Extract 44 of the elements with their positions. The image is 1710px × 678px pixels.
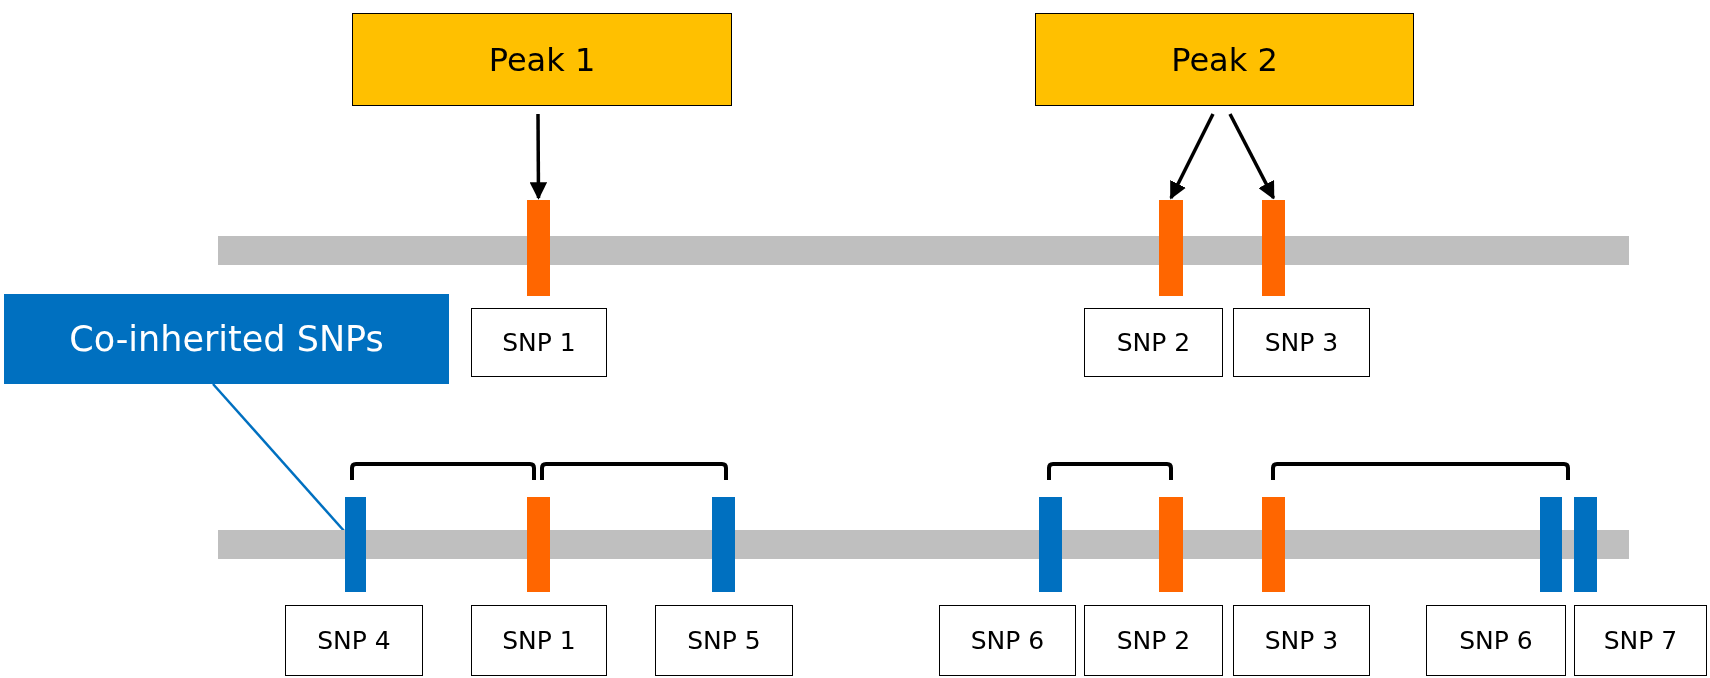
snp-label: SNP 6 bbox=[970, 626, 1045, 655]
snp-label-box bbox=[939, 605, 1076, 676]
snp-marker bbox=[345, 497, 366, 592]
peak-box bbox=[1035, 13, 1414, 106]
arrow bbox=[1228, 113, 1276, 200]
snp-label-box bbox=[1084, 605, 1223, 676]
snp-marker bbox=[1540, 497, 1562, 592]
snp-marker bbox=[1159, 497, 1183, 592]
leader-line bbox=[212, 383, 346, 533]
snp-label: SNP 6 bbox=[1459, 626, 1533, 655]
snp-label-box bbox=[471, 308, 607, 377]
snp-marker bbox=[1039, 497, 1062, 592]
snp-label: SNP 3 bbox=[1264, 328, 1339, 357]
snp-label: SNP 7 bbox=[1603, 626, 1678, 655]
snp-label: SNP 3 bbox=[1264, 626, 1339, 655]
snp-marker bbox=[1159, 200, 1183, 296]
snp-marker bbox=[712, 497, 735, 592]
snp-label: SNP 4 bbox=[317, 626, 391, 655]
chromosome-bar bbox=[218, 236, 1629, 265]
snp-label: SNP 1 bbox=[502, 626, 576, 655]
snp-marker bbox=[1262, 497, 1285, 592]
snp-marker bbox=[527, 497, 550, 592]
snp-label-box bbox=[1233, 308, 1370, 377]
snp-label: SNP 2 bbox=[1116, 626, 1191, 655]
snp-label: SNP 1 bbox=[502, 328, 576, 357]
snp-label-box bbox=[285, 605, 423, 676]
callout-text: Co-inherited SNPs bbox=[69, 319, 384, 359]
snp-label-box bbox=[1426, 605, 1566, 676]
arrow bbox=[529, 114, 548, 200]
snp-label-box bbox=[1574, 605, 1707, 676]
peak-label: Peak 2 bbox=[1171, 40, 1278, 79]
peak-label: Peak 1 bbox=[488, 40, 596, 79]
snp-marker bbox=[1262, 200, 1285, 296]
peak-box bbox=[352, 13, 732, 106]
snp-label: SNP 5 bbox=[687, 626, 761, 655]
snp-label-box bbox=[471, 605, 607, 676]
snp-marker bbox=[1574, 497, 1597, 592]
snp-label-box bbox=[1233, 605, 1370, 676]
snp-label-box bbox=[1084, 308, 1223, 377]
snp-label: SNP 2 bbox=[1116, 328, 1191, 357]
snp-marker bbox=[527, 200, 550, 296]
callout-box bbox=[4, 294, 449, 384]
arrow bbox=[1169, 113, 1215, 200]
snp-label-box bbox=[655, 605, 793, 676]
